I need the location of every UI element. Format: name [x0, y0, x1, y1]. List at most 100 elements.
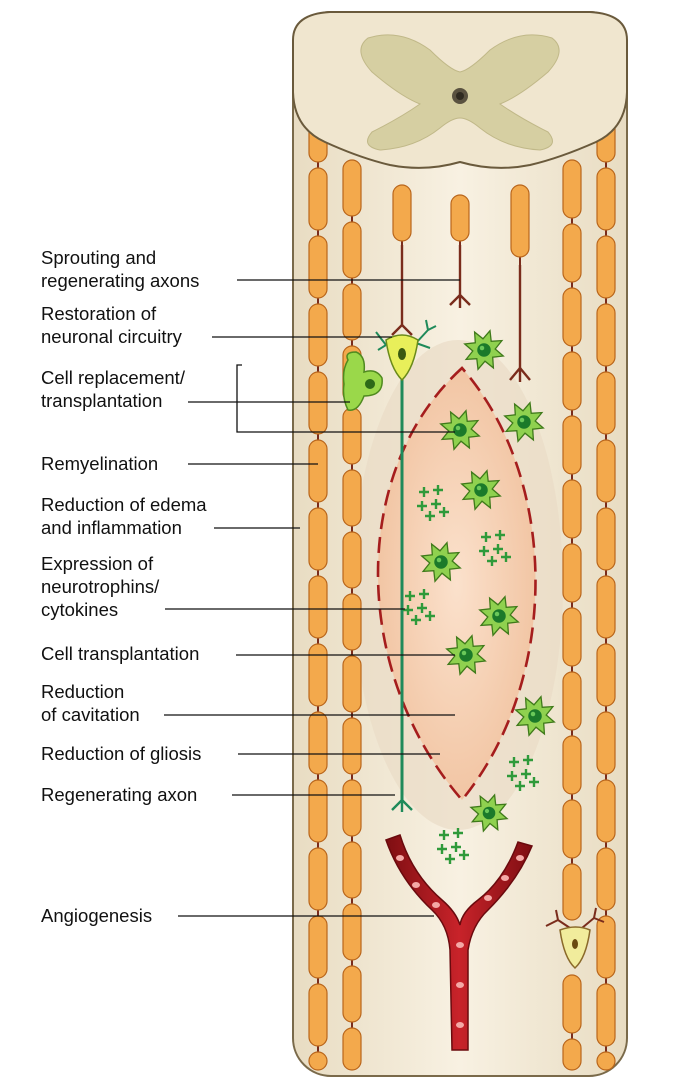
green-cell: [460, 469, 502, 511]
regenerating-axon: [375, 319, 437, 812]
cytokine-cluster: [479, 530, 511, 566]
cytokine-cluster: [403, 589, 435, 625]
bottom-neuron: [545, 907, 605, 970]
myelin-segment: [596, 303, 616, 367]
myelin-segment: [342, 841, 362, 899]
spinal-cord-cross-section: [292, 11, 628, 169]
myelin-segment: [596, 235, 616, 299]
myelin-segment: [596, 983, 616, 1047]
myelin-segment: [562, 479, 582, 539]
myelin-segment: [596, 915, 616, 979]
myelin-segment: [308, 847, 328, 911]
transplanted-neuron: [385, 334, 419, 382]
myelin-segment: [562, 543, 582, 603]
myelin-segment: [596, 1051, 616, 1071]
myelin-segment: [342, 717, 362, 775]
myelin-segment: [342, 221, 362, 279]
myelin-segment: [562, 671, 582, 731]
myelin-segment: [308, 439, 328, 503]
green-cell: [439, 409, 481, 451]
myelin-segment: [562, 351, 582, 411]
green-cell: [478, 595, 520, 637]
label-sprouting: Sprouting and regenerating axons: [41, 247, 199, 291]
myelinated-fiber: [562, 974, 582, 1071]
myelinated-fiber: [308, 99, 328, 1071]
label-angiogenesis: Angiogenesis: [41, 905, 152, 926]
myelin-segment: [562, 287, 582, 347]
myelin-segment: [342, 903, 362, 961]
myelinated-fiber: [562, 159, 582, 921]
myelin-segment: [392, 184, 412, 242]
myelin-segment: [562, 863, 582, 921]
labels: Sprouting and regenerating axons Restora…: [41, 247, 460, 926]
myelinated-fiber: [342, 159, 362, 1071]
blood-vessel: [385, 834, 534, 1051]
myelin-segment: [342, 283, 362, 341]
cytokine-cluster: [507, 755, 539, 791]
myelin-segment: [596, 167, 616, 231]
label-remyelination: Remyelination: [41, 453, 158, 474]
myelin-segment: [596, 371, 616, 435]
glial-cells: [420, 329, 556, 833]
myelin-segment: [596, 575, 616, 639]
myelin-segment: [596, 507, 616, 571]
myelin-segment: [308, 507, 328, 571]
myelin-segment: [562, 974, 582, 1034]
myelin-segment: [596, 779, 616, 843]
myelin-segment: [562, 415, 582, 475]
myelin-segment: [596, 643, 616, 707]
myelin-segment: [342, 407, 362, 465]
myelin-segment: [308, 915, 328, 979]
sprouting-axons: [391, 245, 531, 382]
label-edema: Reduction of edema and inflammation: [41, 494, 212, 538]
myelin-segment: [308, 167, 328, 231]
myelin-segment: [342, 1027, 362, 1071]
cytokine-markers: [403, 485, 539, 864]
myelin-segment: [308, 711, 328, 775]
myelin-segment: [562, 159, 582, 219]
myelin-segment: [450, 194, 470, 242]
myelin-segment: [596, 439, 616, 503]
label-cavitation: Reduction of cavitation: [41, 681, 140, 725]
lesion-border: [376, 366, 537, 803]
label-cell-replacement: Cell replacement/ transplantation: [41, 367, 190, 411]
myelinated-fiber: [510, 184, 530, 265]
myelin-segment: [342, 965, 362, 1023]
myelin-segment: [308, 1051, 328, 1071]
myelin-segment: [562, 735, 582, 795]
myelin-segment: [562, 223, 582, 283]
myelin-segment: [342, 469, 362, 527]
label-cell-transplantation: Cell transplantation: [41, 643, 199, 664]
green-cell: [469, 793, 509, 833]
green-cell: [463, 329, 505, 371]
myelin-segment: [308, 575, 328, 639]
myelinated-fiber: [596, 99, 616, 1071]
myelin-segment: [510, 184, 530, 258]
myelinated-fiber: [450, 194, 470, 245]
fiber-tracts: [308, 99, 616, 1071]
myelinated-fiber: [392, 184, 412, 245]
label-regenerating-axon: Regenerating axon: [41, 784, 197, 805]
myelin-segment: [342, 531, 362, 589]
green-cell: [445, 634, 487, 676]
green-cell: [420, 541, 462, 583]
myelin-segment: [562, 607, 582, 667]
cytokine-cluster: [437, 828, 469, 864]
myelin-segment: [342, 655, 362, 713]
myelin-segment: [562, 1038, 582, 1071]
myelin-segment: [308, 235, 328, 299]
replacement-cell: [342, 351, 383, 411]
myelin-segment: [308, 779, 328, 843]
myelin-segment: [562, 799, 582, 859]
myelin-segment: [342, 779, 362, 837]
green-cell: [514, 695, 556, 737]
label-expression: Expression of neurotrophins/ cytokines: [41, 553, 164, 620]
myelin-segment: [596, 711, 616, 775]
myelin-segment: [308, 371, 328, 435]
lesion-cavity: [378, 368, 536, 800]
label-restoration: Restoration of neuronal circuitry: [41, 303, 183, 347]
myelin-segment: [342, 593, 362, 651]
green-cell: [503, 401, 545, 443]
myelin-segment: [308, 303, 328, 367]
